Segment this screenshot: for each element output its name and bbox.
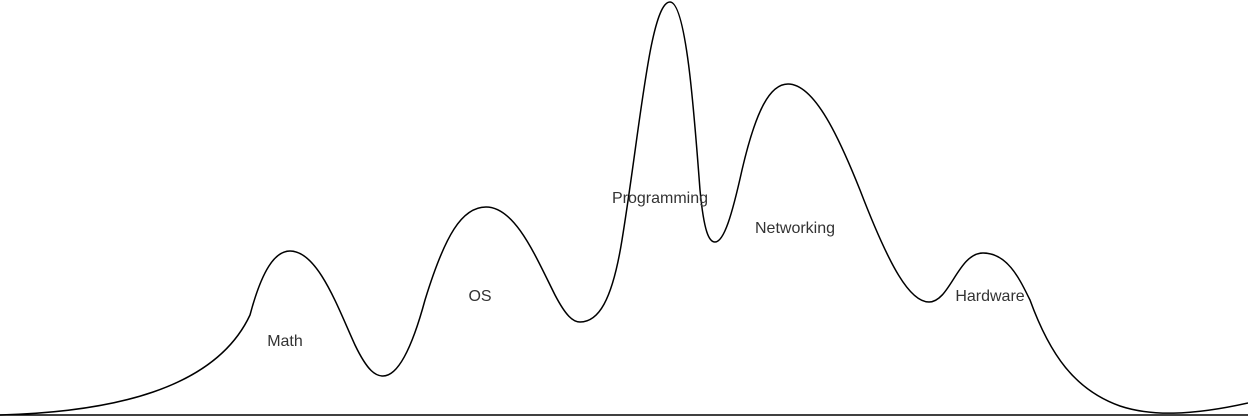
label-programming: Programming — [612, 190, 708, 207]
label-hardware: Hardware — [955, 288, 1024, 305]
label-networking: Networking — [755, 220, 835, 237]
label-math: Math — [267, 333, 303, 350]
label-os: OS — [468, 288, 491, 305]
